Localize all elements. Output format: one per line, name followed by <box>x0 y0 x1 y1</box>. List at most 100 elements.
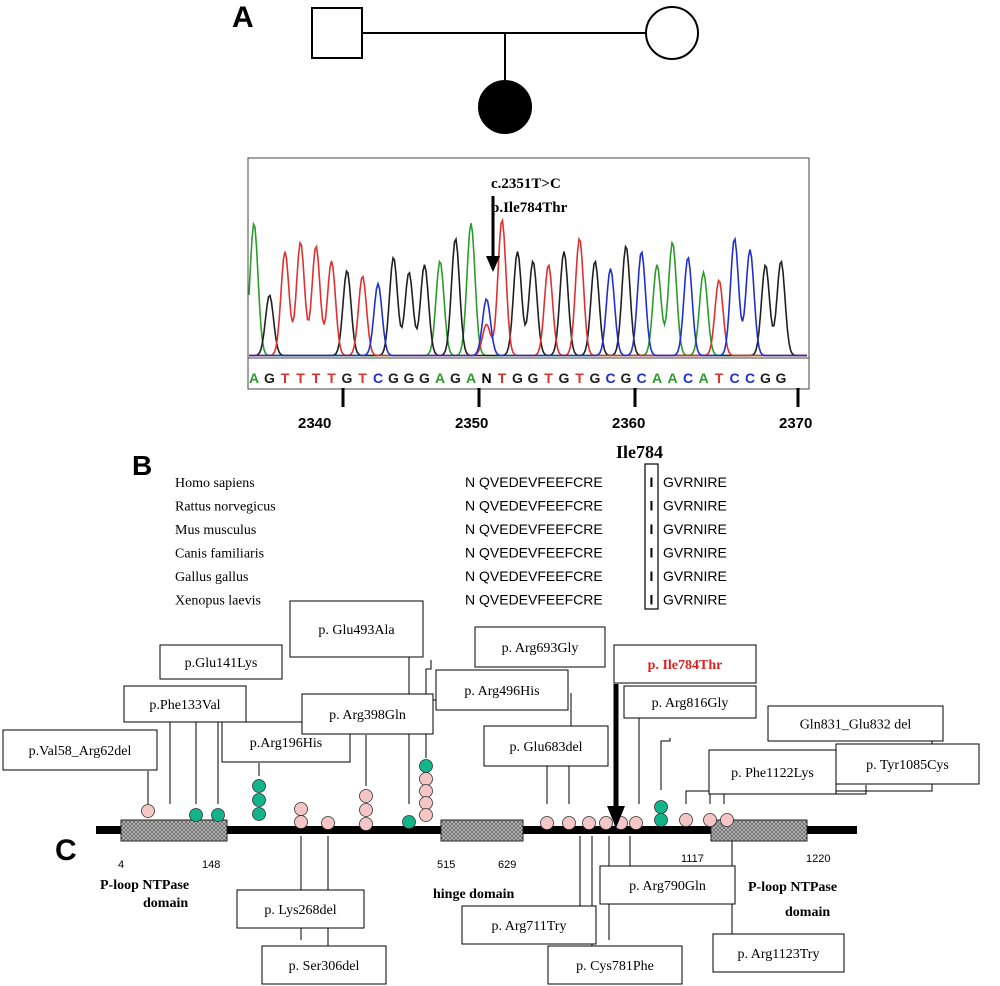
sequence-right: GVRNIRE <box>663 498 727 514</box>
mutation-marker <box>189 808 203 822</box>
sequence-right: GVRNIRE <box>663 545 727 561</box>
sequence-left: N QVEDEVFEEFCRE <box>465 592 603 608</box>
sequence-base: T <box>296 370 305 386</box>
mutation-label-text: p. Arg711Try <box>492 919 567 934</box>
position-label-2360: 2360 <box>612 415 645 432</box>
trace-c <box>249 236 807 357</box>
mutation-marker <box>359 803 373 817</box>
mutation-marker <box>654 813 668 827</box>
sequence-base: G <box>419 370 430 386</box>
mutation-label-text: p.Val58_Arg62del <box>29 744 132 759</box>
mutation-label: p. Glu493Ala <box>289 600 424 658</box>
sequence-left: N QVEDEVFEEFCRE <box>465 568 603 584</box>
mutation-marker <box>629 816 643 830</box>
mutation-label: Gln831_Glu832 del <box>767 705 944 742</box>
mutation-label-box <box>474 626 606 668</box>
mutation-label-text: p. Phe1122Lys <box>731 766 814 781</box>
mutation-label: p. Arg790Gln <box>599 865 736 905</box>
species-name: Gallus gallus <box>175 570 249 585</box>
pedigree-affected-child <box>478 80 532 134</box>
conserved-residue: I <box>650 474 654 490</box>
domain1-end: 148 <box>202 859 220 871</box>
mutation-marker <box>540 816 554 830</box>
conserved-residue: I <box>650 592 654 608</box>
mutation-label-box <box>547 945 683 985</box>
mutation-label-text: p. Ile784Thr <box>648 658 723 673</box>
mutation-markers <box>141 759 734 831</box>
mutation-label-text: p. Lys268del <box>264 903 336 918</box>
mutation-label: p. Arg816Gly <box>623 685 757 719</box>
mutation-label-text: Gln831_Glu832 del <box>800 718 912 733</box>
mutation-label-text: p. Glu683del <box>509 740 582 755</box>
mutation-label: p. Lys268del <box>236 889 365 929</box>
position-label-2350: 2350 <box>455 415 488 432</box>
mutation-label: p.Glu141Lys <box>159 644 283 680</box>
sequence-right: GVRNIRE <box>663 474 727 490</box>
connector-line <box>425 660 432 696</box>
panel-label-a: A <box>232 1 254 34</box>
sequence-base: G <box>404 370 415 386</box>
sequence-base: T <box>358 370 367 386</box>
mutation-label: p. Arg1123Try <box>712 933 845 973</box>
mutation-label-text: p. Arg496His <box>464 684 539 699</box>
connector-line <box>660 738 671 790</box>
domains: 4 148 P-loop NTPase domain 515 629 hinge… <box>100 819 837 920</box>
sequence-base: A <box>435 370 445 386</box>
domain3-label-line1: P-loop NTPase <box>748 880 837 895</box>
sequence-base: C <box>745 370 755 386</box>
sequence-base: T <box>544 370 553 386</box>
mutation-label-box <box>236 889 365 929</box>
sequence-base: A <box>652 370 662 386</box>
sequence-base: T <box>327 370 336 386</box>
chromatogram-frame <box>247 157 810 390</box>
position-label-2340: 2340 <box>298 415 331 432</box>
mutation-label: p.Val58_Arg62del <box>2 729 158 771</box>
mutation-label-box <box>483 725 609 767</box>
mutation-label-box <box>712 933 845 973</box>
pedigree <box>311 6 699 134</box>
conserved-residue: I <box>650 521 654 537</box>
mutation-label-box <box>2 729 158 771</box>
mutation-labels: p.Val58_Arg62delp.Phe133Valp.Glu141Lysp.… <box>2 600 980 985</box>
species-name: Mus musculus <box>175 523 256 538</box>
mutation-label-text: p. Cys781Phe <box>576 959 654 974</box>
mutation-label-text: p. Ser306del <box>289 959 360 974</box>
mutation-marker <box>419 784 433 798</box>
mutation-label-text: p.Glu141Lys <box>185 656 258 671</box>
sequence-left: N QVEDEVFEEFCRE <box>465 545 603 561</box>
mutation-marker <box>582 816 596 830</box>
domain3-end: 1220 <box>806 853 830 865</box>
pedigree-mother <box>645 6 699 60</box>
domain1-label-line2: domain <box>143 896 188 911</box>
mutation-label: p. Arg496His <box>435 669 569 711</box>
mutation-label-text: p. Arg398Gln <box>329 708 406 723</box>
mutation-label-box <box>435 669 569 711</box>
mutation-marker <box>419 772 433 786</box>
domain1-start: 4 <box>118 859 124 871</box>
sequence-right: GVRNIRE <box>663 568 727 584</box>
mutation-cdna-label: c.2351T>C <box>491 176 561 192</box>
panel-label-b: B <box>132 450 152 481</box>
domain2-label: hinge domain <box>433 887 515 902</box>
mutation-marker <box>252 793 266 807</box>
mutation-marker <box>599 816 613 830</box>
sequence-base: G <box>512 370 523 386</box>
mutation-label-text: p. Arg790Gln <box>629 879 706 894</box>
mutation-label-box <box>708 749 837 795</box>
mutation-marker <box>321 816 335 830</box>
mutation-label-box <box>613 644 757 684</box>
pedigree-father <box>311 7 363 59</box>
mutation-label: p. Glu683del <box>483 725 609 767</box>
sequence-base: G <box>388 370 399 386</box>
conserved-residue: I <box>650 498 654 514</box>
mutation-label-box <box>289 600 424 658</box>
alignment-header: Ile784 <box>616 442 663 462</box>
mutation-marker <box>359 817 373 831</box>
mutation-marker <box>359 789 373 803</box>
